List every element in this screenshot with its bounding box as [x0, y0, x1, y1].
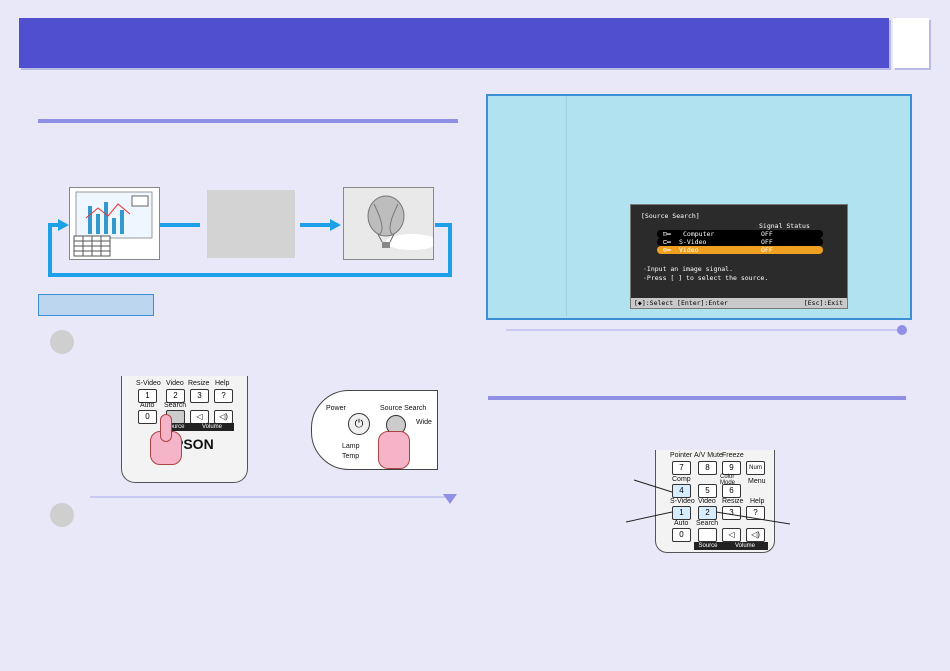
remote-control-image: S-Video 1 Video 2 Resize 3 Help ? Auto 0…	[121, 376, 248, 483]
volume-up-key: ◁)	[214, 410, 233, 424]
section-divider	[488, 396, 906, 400]
section-divider	[38, 119, 458, 123]
projector-control-panel: Power ⏻ Source Search Wide Lamp Temp	[311, 390, 438, 470]
comp-key: 4	[672, 484, 691, 498]
key-label: Video	[166, 380, 184, 387]
osd-row-name: Video	[679, 246, 699, 254]
key-label: Auto	[140, 402, 155, 409]
s-video-port-icon: ⊏═	[663, 238, 671, 246]
video-image-screen	[343, 187, 438, 260]
osd-row-name: Computer	[683, 230, 715, 238]
brand-logo-text: PSON	[174, 436, 214, 452]
volume-group-label: Volume	[190, 423, 234, 431]
key-label: Color Mode	[720, 474, 736, 486]
pointer-key: 7	[672, 461, 691, 475]
step-1-marker	[50, 330, 74, 354]
auto-key: 0	[672, 528, 691, 542]
computer-image-screen	[69, 187, 160, 260]
osd-row-status: OFF	[761, 246, 773, 254]
osd-status-header: Signal Status	[759, 222, 810, 230]
key-label: Pointer	[670, 452, 693, 459]
volume-down-key: ◁	[190, 410, 209, 424]
power-button-icon: ⏻	[348, 413, 370, 435]
source-cycle-diagram	[48, 219, 452, 277]
color-mode-key: 6	[722, 484, 741, 498]
pressing-finger-icon	[378, 431, 410, 469]
osd-row-status: OFF	[761, 238, 773, 246]
osd-row-video: ⊙═ Video OFF	[657, 246, 823, 254]
video-key: 2	[698, 506, 717, 520]
freeze-key: 9	[722, 461, 741, 475]
key-label: Comp	[672, 476, 691, 483]
wide-label: Wide	[416, 419, 432, 426]
chapter-header-bar	[19, 18, 889, 68]
source-search-osd: [Source Search] Signal Status ⊡═ Compute…	[630, 204, 848, 309]
av-mute-key: 8	[698, 461, 717, 475]
help-key: ?	[214, 389, 233, 403]
key-label: Search	[164, 402, 187, 409]
remote-control-image: Pointer 7 A/V Mute 8 Freeze 9 Num Comp 4…	[655, 450, 775, 553]
search-key	[698, 528, 717, 542]
key-label: A/V Mute	[694, 452, 723, 459]
callout-lines	[625, 479, 791, 525]
key-label: Search	[696, 520, 719, 527]
source-group-label: Source	[160, 423, 190, 431]
key-label: S-Video	[670, 498, 695, 505]
step-2-marker	[50, 503, 74, 527]
osd-title: [Source Search]	[641, 212, 700, 220]
osd-message-1: ·Input an image signal.	[643, 265, 734, 273]
help-key: ?	[746, 506, 765, 520]
key-label: Video	[698, 498, 716, 505]
key-label: Menu	[748, 478, 766, 485]
power-label: Power	[326, 405, 346, 412]
key-label: Resize	[722, 498, 744, 505]
page-number-box	[893, 18, 929, 68]
osd-footer-right: [Esc]:Exit	[803, 299, 843, 307]
source-group-label: Source	[694, 542, 722, 550]
s-video-key: 1	[672, 506, 691, 520]
video-port-icon: ⊙═	[663, 246, 671, 254]
osd-row-status: OFF	[761, 230, 773, 238]
hot-air-balloon-icon	[367, 195, 438, 250]
key-label: Help	[750, 498, 765, 505]
osd-row-computer: ⊡═ Computer OFF	[657, 230, 823, 238]
key-5: 5	[698, 484, 717, 498]
rule-end-dot-icon	[897, 325, 907, 335]
source-search-label: Source Search	[380, 405, 427, 412]
note-divider	[506, 329, 902, 331]
video-key: 2	[166, 389, 185, 403]
volume-group-label: Volume	[722, 542, 768, 550]
resize-key: 3	[190, 389, 209, 403]
s-video-key: 1	[138, 389, 157, 403]
temp-indicator-label: Temp	[342, 453, 360, 460]
auto-key: 0	[138, 410, 157, 424]
key-label: S-Video	[136, 380, 161, 387]
key-label: Resize	[188, 380, 210, 387]
computer-port-icon: ⊡═	[663, 230, 671, 238]
osd-row-name: S-Video	[679, 238, 707, 246]
step-divider	[90, 496, 446, 498]
key-label: Help	[215, 380, 230, 387]
key-label: Freeze	[722, 452, 744, 459]
volume-down-key: ◁	[722, 528, 741, 542]
chart-presentation-icon	[73, 191, 153, 257]
osd-footer: [◆]:Select [Enter]:Enter [Esc]:Exit	[631, 298, 847, 308]
key-label: Auto	[674, 520, 689, 527]
procedure-label-box	[38, 294, 154, 316]
info-box-divider	[566, 96, 567, 316]
osd-row-s-video: ⊏═ S-Video OFF	[657, 238, 823, 246]
volume-up-key: ◁)	[746, 528, 765, 542]
no-signal-screen	[207, 190, 295, 258]
num-key: Num	[746, 461, 765, 475]
osd-message-2: ·Press [ ] to select the source.	[643, 274, 769, 282]
triangle-marker-icon	[443, 494, 457, 504]
pressing-fingertip-icon	[160, 414, 172, 442]
lamp-indicator-label: Lamp	[342, 443, 360, 450]
osd-footer-left: [◆]:Select [Enter]:Enter	[634, 299, 728, 307]
